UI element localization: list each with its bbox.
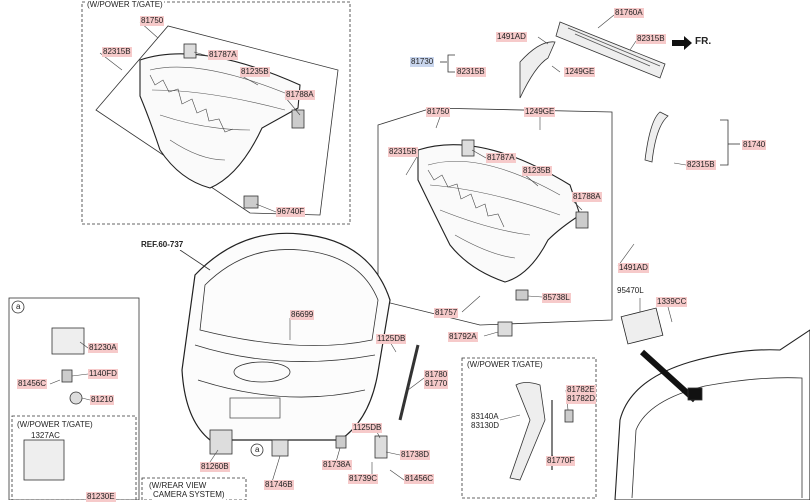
- title-power-gate-top: (W/POWER T/GATE): [86, 0, 164, 10]
- part-label-83130d: 83130D: [471, 421, 500, 430]
- part-label-1249ge-mid: 1249GE: [524, 107, 556, 117]
- part-label-81750-top: 81750: [140, 16, 165, 26]
- power-tailgate-ecu: [620, 307, 664, 345]
- part-label-81782e: 81782E: [566, 385, 596, 395]
- box-power-gate-bottom: [461, 357, 597, 499]
- part-label-82315b-top: 82315B: [102, 47, 132, 57]
- part-label-82315b-r1: 82315B: [636, 34, 666, 44]
- part-label-86699: 86699: [290, 310, 315, 320]
- part-label-81210: 81210: [90, 395, 115, 405]
- part-label-81788a-top: 81788A: [285, 90, 315, 100]
- part-label-1125db-a: 1125DB: [376, 334, 407, 344]
- part-label-81230a: 81230A: [88, 343, 118, 353]
- part-label-81760a: 81760A: [614, 8, 644, 18]
- part-label-1339cc: 1339CC: [656, 297, 688, 307]
- frame-top-left: [95, 25, 339, 216]
- part-label-81750-mid: 81750: [426, 107, 451, 117]
- title-section-a: a: [16, 302, 21, 311]
- part-label-82315b-r3: 82315B: [686, 160, 716, 170]
- callout-a-circle: [250, 443, 264, 457]
- part-label-81757: 81757: [434, 308, 459, 318]
- part-label-81788a-mid: 81788A: [572, 192, 602, 202]
- part-label-81738d: 81738D: [400, 450, 431, 460]
- part-label-85738l: 85738L: [542, 293, 571, 303]
- part-label-1491ad-mid: 1491AD: [618, 263, 649, 273]
- section-a-circle: [11, 300, 25, 314]
- part-label-81787a-top: 81787A: [208, 50, 238, 60]
- part-label-81780: 81780: [424, 370, 449, 380]
- part-label-1249ge-top: 1249GE: [564, 67, 596, 77]
- part-label-81740: 81740: [742, 140, 767, 150]
- part-label-82315b-r2: 82315B: [456, 67, 486, 77]
- title-power-gate-small: (W/POWER T/GATE): [16, 420, 94, 430]
- fr-arrow: [672, 36, 692, 50]
- part-label-81230e: 81230E: [86, 492, 116, 502]
- part-label-82315b-mid: 82315B: [388, 147, 418, 157]
- part-label-81746b: 81746B: [264, 480, 294, 490]
- callout-a-label: a: [255, 445, 260, 454]
- part-label-81260b: 81260B: [200, 462, 230, 472]
- part-label-1125db-b: 1125DB: [352, 423, 383, 433]
- part-label-81770f: 81770F: [546, 456, 576, 466]
- part-label-81739c: 81739C: [348, 474, 379, 484]
- title-rear-view-1: (W/REAR VIEW: [148, 481, 208, 491]
- title-rear-view-2: CAMERA SYSTEM): [152, 490, 226, 500]
- part-label-81770: 81770: [424, 379, 449, 389]
- fr-label: FR.: [694, 36, 713, 47]
- ref-label: REF.60-737: [140, 240, 185, 250]
- part-label-1140fd: 1140FD: [88, 369, 118, 379]
- title-power-gate-bottom: (W/POWER T/GATE): [466, 360, 544, 370]
- part-label-81787a-mid: 81787A: [486, 153, 516, 163]
- part-label-81235b-mid: 81235B: [522, 166, 552, 176]
- part-label-96740f: 96740F: [276, 207, 306, 217]
- part-label-1491ad-top: 1491AD: [496, 32, 527, 42]
- part-label-95470l: 95470L: [617, 286, 644, 295]
- part-label-81456c-a: 81456C: [17, 379, 48, 389]
- part-label-81782d: 81782D: [566, 394, 597, 404]
- part-label-81730: 81730: [410, 57, 435, 67]
- part-label-81235b-top: 81235B: [240, 67, 270, 77]
- part-label-81456c-b: 81456C: [404, 474, 435, 484]
- part-label-1327ac: 1327AC: [31, 431, 60, 440]
- tailgate: [181, 232, 391, 441]
- part-label-81738a: 81738A: [322, 460, 352, 470]
- part-label-83140a: 83140A: [471, 412, 499, 421]
- part-label-81792a: 81792A: [448, 332, 478, 342]
- box-section-a: [8, 297, 140, 500]
